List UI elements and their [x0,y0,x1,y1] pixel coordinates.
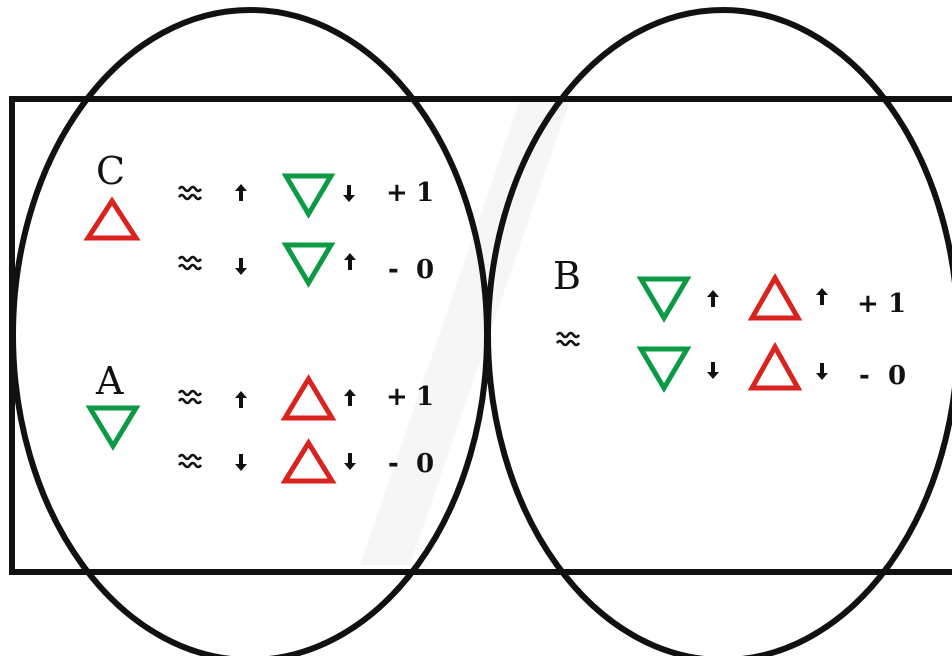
c2-sign: - [388,255,399,285]
b2-down-arrow-icon [707,362,719,379]
a1-sign: + [386,382,408,412]
c1-wave-icon [177,185,203,201]
label-a: A [96,359,124,403]
label-c: C [96,149,126,193]
c2-down-arrow-icon [235,258,247,275]
a2-sign: - [388,449,399,479]
c1-sign: + [386,178,408,208]
a-water-icon [85,405,141,451]
b1-up-arrow-icon [707,290,719,307]
b2-fire-icon [747,341,803,391]
c1-value: 1 [416,178,435,208]
c2-value: 0 [416,255,435,285]
c2-up-arrow-icon [344,253,356,270]
a1-fire-icon [280,374,337,421]
c2-wave-icon [177,255,203,271]
a1-value: 1 [416,382,435,412]
label-b: B [553,254,581,298]
a1-wave-icon [177,389,203,405]
c1-down-arrow-icon [343,185,355,202]
a2-fire-icon [280,438,337,484]
b1-water-icon [636,276,692,323]
b1-value: 1 [888,289,907,319]
c2-water-icon [281,242,336,288]
a2-down-arrow-icon-2 [344,453,356,470]
a1-up-arrow-icon-2 [344,389,356,406]
left-ellipse [10,7,490,660]
b2-down-arrow-icon-2 [816,363,828,380]
right-ellipse [485,7,952,660]
c1-up-arrow-icon [235,184,247,201]
b1-sign: + [857,289,879,319]
b2-value: 0 [888,361,907,391]
a2-value: 0 [416,449,435,479]
a2-down-arrow-icon [235,454,247,471]
b2-sign: - [859,361,870,391]
b2-water-icon [636,346,692,393]
a1-up-arrow-icon [235,391,247,408]
a2-wave-icon [177,453,203,469]
background-band [360,100,570,565]
c1-water-icon [281,173,336,219]
b-wave-icon [555,331,581,347]
b1-up-arrow-icon-2 [816,288,828,305]
c-fire-icon [83,196,141,241]
b1-fire-icon [747,272,803,321]
